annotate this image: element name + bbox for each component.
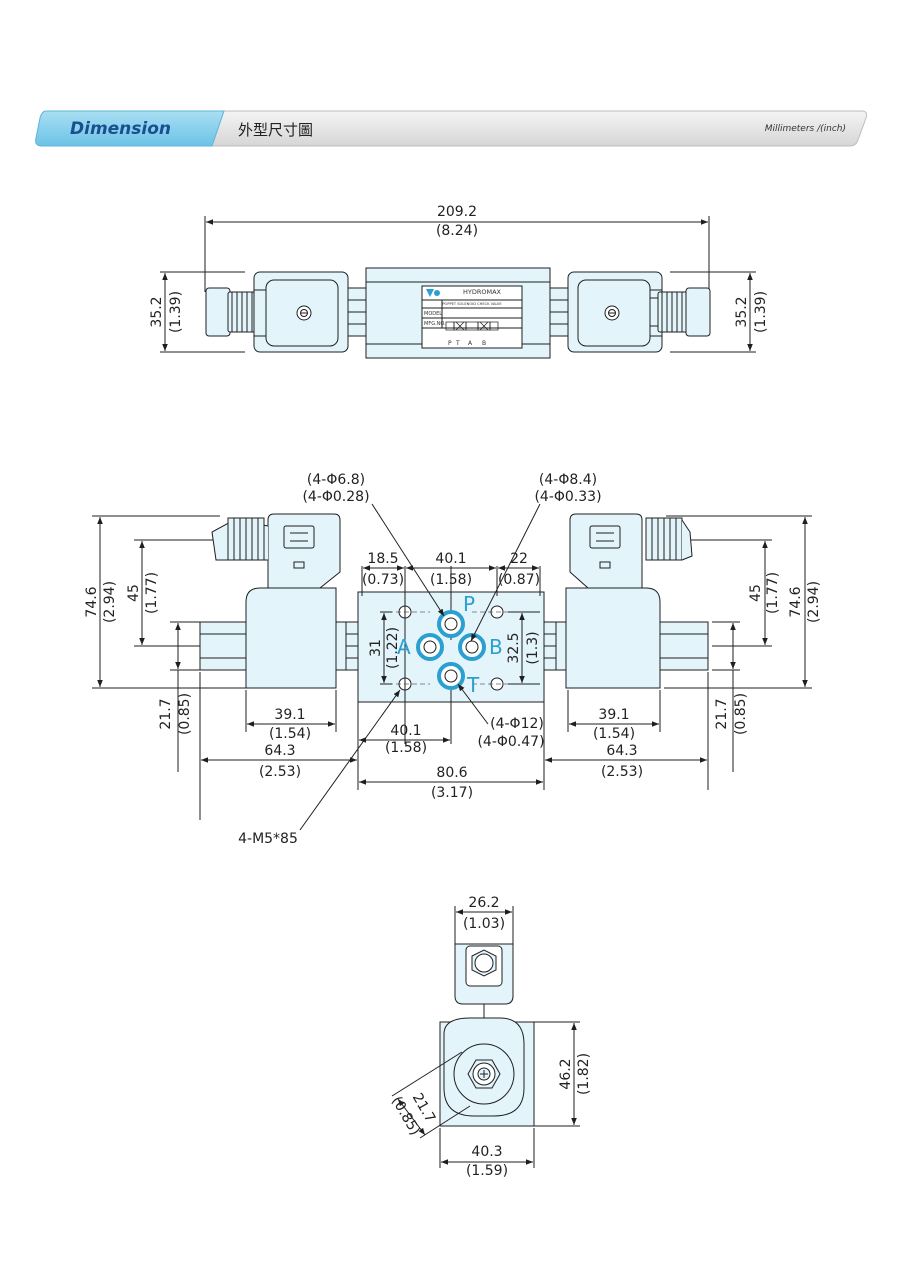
leader-hole-small (371, 503, 445, 617)
label-hole-small-inch: (4-Φ0.28) (302, 489, 369, 505)
header-bar (199, 110, 867, 147)
top-view (160, 216, 756, 359)
dim-39-1-left: 39.1 (274, 707, 305, 723)
front-left-solenoid (199, 587, 359, 689)
dim-74-6-left-inch: (2.94) (102, 581, 118, 623)
nameplate-port-p: P (448, 340, 452, 347)
nameplate-subtitle: POPPET SOLENOID CHECK VALVE (442, 302, 502, 306)
port-label-p: P (463, 592, 475, 616)
dim-26-2: 26.2 (468, 895, 499, 911)
dim-26-2-inch: (1.03) (463, 916, 505, 932)
dim-74-6-right-inch: (2.94) (806, 581, 822, 623)
front-view (92, 503, 812, 831)
nameplate-port-a: A (468, 340, 473, 347)
nameplate-symbol-icon (445, 321, 499, 331)
dim-40-1-bottom: 40.1 (390, 723, 421, 739)
label-thread: 4-M5*85 (238, 831, 298, 847)
leader-hole-large (470, 503, 541, 642)
dim-74-6-right: 74.6 (788, 586, 804, 617)
dim-40-1-top-inch: (1.58) (430, 572, 472, 588)
dim-overall-width-inch: (8.24) (436, 223, 478, 239)
label-hole-large: (4-Φ8.4) (539, 472, 597, 488)
front-right-plug (569, 513, 693, 589)
header-units-note: Millimeters /(inch) (765, 124, 846, 134)
dim-40-1-bottom-inch: (1.58) (385, 740, 427, 756)
dim-21-7-right: 21.7 (714, 698, 730, 729)
label-hole-12-inch: (4-Φ0.47) (477, 734, 544, 750)
port-circle-t (437, 662, 465, 690)
dim-21-7-right-inch: (0.85) (733, 693, 749, 735)
dim-21-7-left-inch: (0.85) (177, 693, 193, 735)
dim-22: 22 (510, 551, 528, 567)
top-nameplate (421, 285, 523, 349)
dim-45-left: 45 (126, 584, 142, 602)
header-tab-label: Dimension (70, 119, 171, 139)
dim-line-21-7-side (397, 1098, 426, 1136)
side-view (391, 906, 580, 1168)
nameplate-logo-icon (426, 289, 440, 297)
dim-39-1-right: 39.1 (598, 707, 629, 723)
dim-45-right-inch: (1.77) (765, 572, 781, 614)
dim-31: 31 (368, 639, 384, 657)
label-hole-12: (4-Φ12) (490, 716, 544, 732)
top-right-connector (649, 287, 711, 337)
dim-18-5-inch: (0.73) (362, 572, 404, 588)
label-hole-small: (4-Φ6.8) (307, 472, 365, 488)
front-right-solenoid (543, 587, 709, 689)
dim-64-3-left: 64.3 (264, 743, 295, 759)
nameplate-port-b: B (482, 340, 486, 347)
side-body (439, 1017, 535, 1127)
nameplate-brand: HYDROMAX (463, 288, 502, 296)
dim-height-right-inch: (1.39) (753, 291, 769, 333)
dim-32-5: 32.5 (506, 632, 522, 663)
dim-height-left: 35.2 (149, 296, 165, 327)
dim-39-1-right-inch: (1.54) (593, 726, 635, 742)
header-tab (35, 110, 225, 147)
dim-32-5-inch: (1.3) (525, 631, 541, 664)
label-hole-large-inch: (4-Φ0.33) (534, 489, 601, 505)
top-left-hex-nut (347, 287, 367, 337)
dim-22-inch: (0.87) (498, 572, 540, 588)
nameplate-mfg-label: MFG.NO. (424, 321, 446, 327)
dim-80-6: 80.6 (436, 765, 467, 781)
port-label-a: A (397, 635, 411, 659)
dim-18-5: 18.5 (367, 551, 398, 567)
dim-46-2-inch: (1.82) (576, 1053, 592, 1095)
header-banner: Dimension 外型尺寸圖 Millimeters /(inch) (35, 110, 867, 147)
front-left-plug (211, 513, 341, 589)
dim-height-right: 35.2 (734, 296, 750, 327)
dim-80-6-inch: (3.17) (431, 785, 473, 801)
dim-40-3: 40.3 (471, 1144, 502, 1160)
nameplate-model-label: MODEL (424, 311, 442, 317)
dim-74-6-left: 74.6 (84, 586, 100, 617)
dim-64-3-left-inch: (2.53) (259, 764, 301, 780)
nameplate-port-t: T (455, 340, 460, 347)
leader-hole-12 (457, 683, 489, 725)
dim-39-1-left-inch: (1.54) (269, 726, 311, 742)
port-circle-a (416, 633, 444, 661)
side-hex-nut-icon (467, 1059, 501, 1089)
side-plug (454, 943, 514, 1005)
dim-21-7-left: 21.7 (158, 698, 174, 729)
top-right-hex-nut (549, 287, 569, 337)
dim-45-left-inch: (1.77) (144, 572, 160, 614)
dim-31-inch: (1.22) (385, 627, 401, 669)
top-right-coil-screw-icon (604, 305, 620, 321)
dim-40-1-top: 40.1 (435, 551, 466, 567)
dim-64-3-right: 64.3 (606, 743, 637, 759)
dim-overall-width: 209.2 (437, 204, 477, 220)
port-label-b: B (489, 635, 503, 659)
dim-40-3-inch: (1.59) (466, 1163, 508, 1179)
port-label-t: T (466, 673, 480, 697)
top-left-coil-screw-icon (296, 305, 312, 321)
header-title: 外型尺寸圖 (238, 121, 313, 139)
dim-64-3-right-inch: (2.53) (601, 764, 643, 780)
port-circle-p (437, 610, 465, 638)
dim-height-left-inch: (1.39) (168, 291, 184, 333)
dim-45-right: 45 (748, 584, 764, 602)
dim-46-2: 46.2 (558, 1058, 574, 1089)
